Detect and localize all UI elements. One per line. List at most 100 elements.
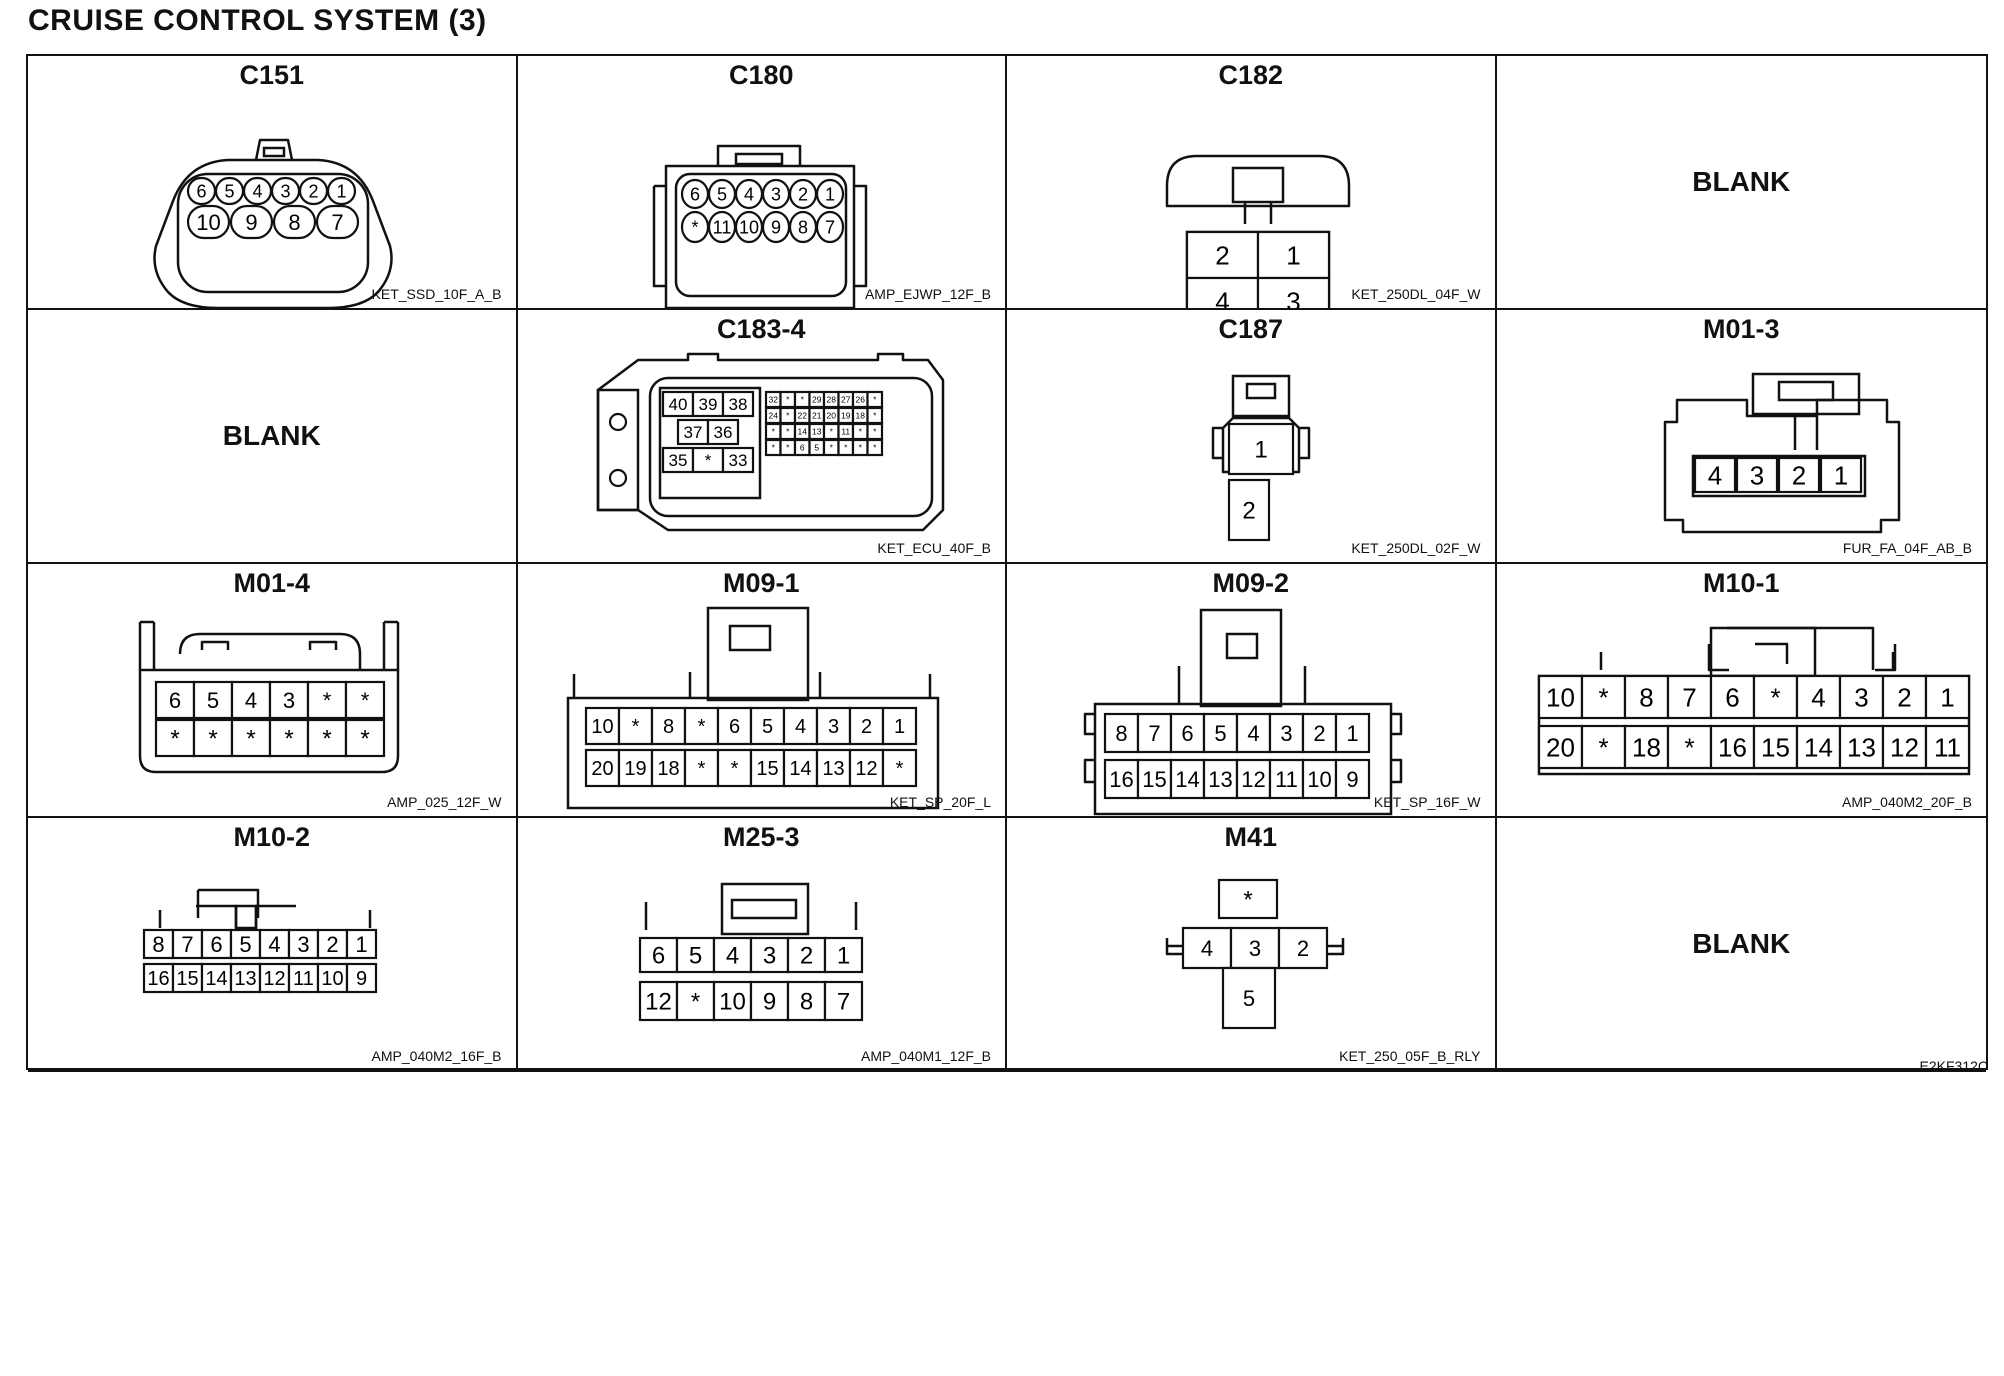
- pin: 28: [822, 390, 840, 409]
- pin-label: 2: [860, 716, 871, 738]
- latch-slot: [234, 904, 258, 930]
- pin-label: 14: [797, 427, 807, 437]
- side-tabs: [1165, 938, 1345, 956]
- latch: [196, 904, 296, 928]
- pin-label: 10: [196, 210, 220, 235]
- connector-part-number: KET_250DL_04F_W: [1351, 286, 1481, 302]
- mount-hole: [608, 412, 627, 432]
- pin: 12: [638, 980, 678, 1022]
- pin: 5: [707, 178, 736, 210]
- pin: 21: [807, 406, 825, 425]
- pin: 4: [258, 928, 291, 960]
- pin-label: 14: [1804, 732, 1833, 762]
- pin-label: *: [858, 427, 862, 437]
- pin-label: 10: [1546, 682, 1575, 712]
- pin: 20: [1537, 724, 1583, 770]
- pin-label: 2: [308, 181, 318, 201]
- side-posts: [572, 674, 931, 698]
- pin-label: 21: [812, 411, 822, 421]
- pin-label: 16: [1109, 767, 1133, 792]
- pin-unused: *: [1752, 674, 1798, 720]
- latch: [1707, 626, 1896, 672]
- pin: 15: [1136, 758, 1173, 800]
- latch: [1751, 372, 1860, 416]
- pin: 8: [650, 706, 686, 746]
- pin-unused: *: [778, 406, 796, 425]
- pin-label: 28: [826, 395, 836, 405]
- pin-label: *: [697, 716, 705, 738]
- pin-label: 5: [761, 716, 772, 738]
- blank-cell: BLANK: [1496, 818, 1986, 1072]
- pin: 18: [650, 748, 686, 788]
- pin-label: 4: [1707, 460, 1721, 490]
- figure-code: E2KF312C: [1919, 1058, 1988, 1074]
- latch-top: [196, 888, 260, 918]
- latch-slot: [730, 898, 797, 920]
- pin-label: 12: [645, 989, 672, 1016]
- pin-label: 3: [1280, 721, 1292, 746]
- connector-id: M09-2: [1212, 568, 1290, 598]
- pin: 10: [712, 980, 752, 1022]
- pin-label: 7: [1148, 721, 1160, 746]
- pin: 16: [1709, 724, 1755, 770]
- pin: 8: [1623, 674, 1669, 720]
- latch-stem: [1243, 202, 1273, 224]
- pin: 1: [345, 928, 378, 960]
- pin: 12: [1235, 758, 1272, 800]
- connector-part-number: KET_SSD_10F_A_B: [371, 286, 502, 302]
- latch: [706, 606, 809, 702]
- pin: 7: [823, 980, 863, 1022]
- pin-label: *: [322, 726, 331, 753]
- pin: 20: [584, 748, 620, 788]
- pin-label: 15: [756, 758, 778, 780]
- pin: 36: [706, 418, 739, 446]
- pin: 4: [782, 706, 818, 746]
- blank-cell: BLANK: [1496, 56, 1986, 310]
- pin: 38: [721, 390, 754, 418]
- pin-label: 10: [738, 217, 758, 237]
- pin-unused: *: [764, 438, 782, 457]
- pin: 6: [1709, 674, 1755, 720]
- pin: 3: [1735, 456, 1778, 494]
- pin-label: 3: [283, 688, 295, 713]
- pin-unused: *: [230, 718, 272, 758]
- pin-label: 3: [1854, 682, 1868, 712]
- pin-label: 4: [794, 716, 805, 738]
- pin-label: 8: [152, 932, 164, 957]
- pin-label: *: [873, 427, 877, 437]
- pin-label: 5: [814, 443, 819, 453]
- pin: 8: [786, 980, 826, 1022]
- pin: 8: [142, 928, 175, 960]
- pin-label: *: [786, 395, 790, 405]
- housing-outline: [596, 352, 944, 532]
- pin: 18: [851, 406, 869, 425]
- pin: 3: [287, 928, 320, 960]
- blank-label: BLANK: [222, 420, 321, 451]
- pin-label: 13: [234, 968, 256, 990]
- mount-hole: [608, 468, 627, 488]
- blank-cell: BLANK: [28, 310, 518, 564]
- pin: 13: [1202, 758, 1239, 800]
- blank-label: BLANK: [1692, 928, 1791, 959]
- pin-label: *: [1598, 732, 1608, 762]
- pin-unused: *: [192, 718, 234, 758]
- pin-unused: *: [306, 680, 348, 720]
- pin-label: 22: [797, 411, 807, 421]
- pin-label: *: [691, 217, 698, 237]
- pin: 7: [315, 204, 360, 240]
- pin: 11: [1268, 758, 1305, 800]
- connector-id: M10-1: [1702, 568, 1780, 598]
- pin-label: 14: [789, 758, 811, 780]
- latch-stem: [1793, 414, 1818, 450]
- pin-label: 8: [797, 217, 807, 237]
- pin: 20: [822, 406, 840, 425]
- pin: 22: [793, 406, 811, 425]
